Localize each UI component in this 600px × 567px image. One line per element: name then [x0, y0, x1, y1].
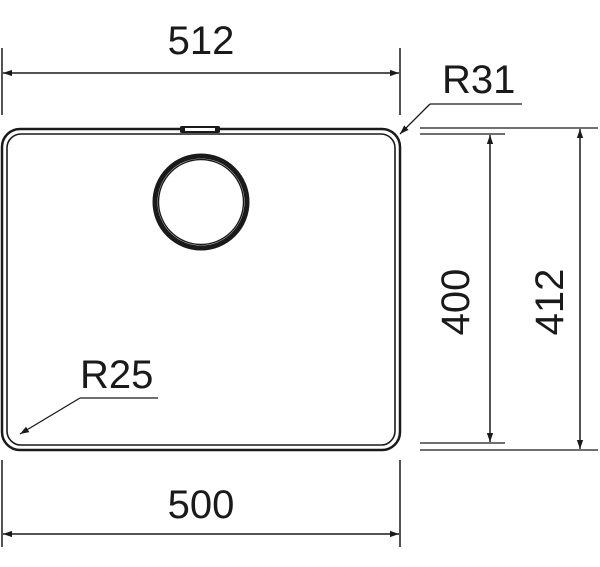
inner-depth-label: 400 [434, 269, 478, 336]
inner-radius-callout: R25 [19, 353, 158, 435]
inner-depth-dimension: 400 [434, 135, 494, 442]
outer-radius-label: R31 [442, 58, 515, 102]
outer-radius-callout: R31 [399, 58, 522, 135]
overall-depth-dimension: 412 [528, 129, 584, 449]
overall-depth-label: 412 [528, 269, 572, 336]
drain-hole [152, 153, 250, 251]
sink-inner-edge [6, 133, 396, 446]
inner-width-label: 500 [168, 483, 235, 527]
overall-width-label: 512 [168, 19, 235, 63]
sink-outer-edge [0, 127, 402, 452]
sink-bowl-outline [0, 127, 402, 452]
depth-extension-lines [420, 127, 598, 451]
inner-radius-label: R25 [80, 353, 153, 397]
overall-width-dimension: 512 [1, 19, 401, 115]
inner-width-dimension: 500 [1, 460, 401, 547]
overflow-slot [180, 126, 220, 133]
